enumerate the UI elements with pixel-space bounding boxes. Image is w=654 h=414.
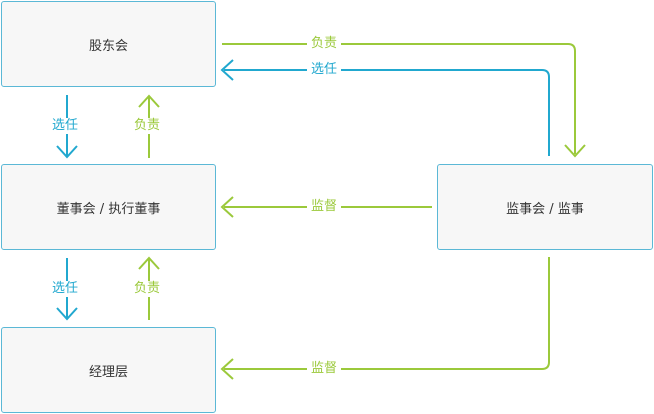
edge-label-sup-to-sh: 选任 [307, 62, 342, 78]
node-board: 董事会 / 执行董事 [1, 164, 216, 250]
edge-label-sup-to-mgr: 监督 [307, 361, 342, 377]
arrowhead-down-icon [56, 145, 78, 159]
node-managers-label: 经理层 [88, 364, 128, 380]
node-board-label: 董事会 / 执行董事 [56, 201, 161, 217]
edge-label-sup-to-board: 监督 [307, 199, 342, 215]
arrow-supervisors-to-managers [224, 257, 550, 370]
edge-label-board-to-sh: 负责 [130, 118, 165, 134]
arrowhead-down-icon [56, 307, 78, 321]
arrowhead-left-icon [220, 59, 234, 81]
edge-label-sh-to-sup: 负责 [307, 36, 342, 52]
arrowhead-up-icon [138, 256, 160, 270]
arrow-shareholders-to-supervisors [222, 43, 576, 154]
node-supervisors: 监事会 / 监事 [437, 164, 653, 250]
edge-label-board-to-mgr: 选任 [48, 281, 83, 297]
node-shareholders: 股东会 [1, 1, 216, 87]
arrowhead-up-icon [138, 94, 160, 108]
edge-label-sh-to-board: 选任 [48, 118, 83, 134]
arrow-supervisors-to-shareholders [224, 69, 550, 156]
node-shareholders-label: 股东会 [88, 38, 128, 54]
edge-label-mgr-to-board: 负责 [130, 281, 165, 297]
node-managers: 经理层 [1, 327, 216, 413]
node-supervisors-label: 监事会 / 监事 [506, 201, 584, 217]
arrowhead-left-icon [220, 196, 234, 218]
arrowhead-left-icon [220, 358, 234, 380]
arrowhead-down-icon [564, 144, 586, 158]
